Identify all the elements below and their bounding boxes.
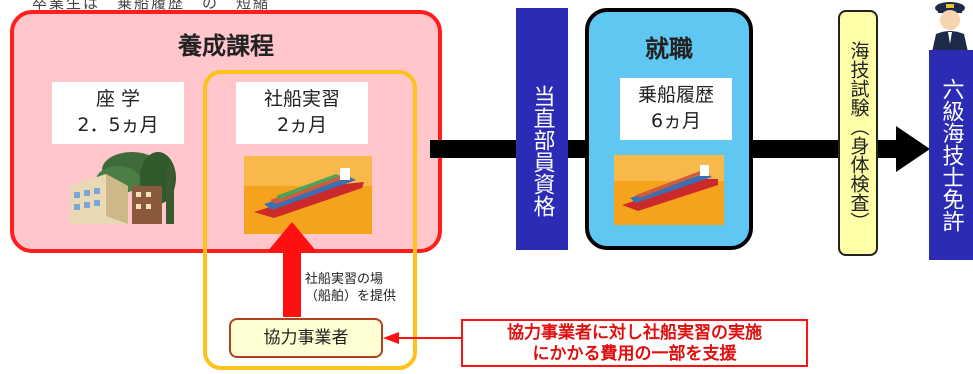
- company-ship-training-box: 社船実習 2ヵ月: [236, 82, 368, 144]
- provide-ship-note: 社船実習の場 （船舶）を提供: [305, 271, 415, 305]
- employment-title: 就職: [645, 35, 693, 63]
- classroom-label: 座 学: [95, 88, 141, 110]
- license-exam-box: 海技試験（身体検査）: [838, 10, 878, 256]
- classroom-duration: 2．5ヵ月: [77, 114, 159, 136]
- license-exam-text: 海技試験（身体検査）: [847, 41, 870, 231]
- watch-rating-banner: 当直部員資格: [516, 8, 568, 250]
- sixth-grade-license-banner: 六級海技士免許: [929, 50, 973, 260]
- subsidy-note-box: 協力事業者に対し社船実習の実施 にかかる費用の一部を支援: [461, 319, 808, 367]
- provide-arrow-shaft: [283, 250, 301, 317]
- sea-service-duration: 6ヵ月: [650, 110, 702, 132]
- partner-operator-box: 協力事業者: [229, 318, 383, 358]
- timeline-arrow-head: [896, 126, 930, 172]
- subsidy-line1: 協力事業者に対し社船実習の実施: [507, 323, 762, 343]
- cooperation-frame: [203, 70, 417, 370]
- subsidy-arrow-head: [383, 332, 399, 344]
- ship-training-duration: 2ヵ月: [276, 114, 328, 136]
- training-course-title: 養成課程: [178, 32, 274, 60]
- provide-note-line1: 社船実習の場: [305, 272, 384, 287]
- provide-arrow-head: [267, 222, 317, 252]
- school-building-icon: [70, 152, 176, 224]
- watch-rating-text: 当直部員資格: [529, 85, 555, 217]
- container-ship-icon: [614, 155, 724, 225]
- container-ship-icon: [244, 156, 372, 234]
- sea-service-box: 乗船履歴 6ヵ月: [620, 78, 732, 140]
- license-text: 六級海技士免許: [938, 78, 964, 232]
- sea-service-label: 乗船履歴: [637, 84, 714, 106]
- provide-note-line2: （船舶）を提供: [305, 289, 397, 304]
- classroom-study-box: 座 学 2．5ヵ月: [52, 82, 184, 144]
- subsidy-line2: にかかる費用の一部を支援: [532, 344, 737, 364]
- top-partial-text: 卒業生は 乗船履歴 の 短縮: [32, 0, 271, 12]
- ship-officer-icon: [932, 2, 968, 52]
- subsidy-arrow-line: [397, 337, 461, 339]
- ship-training-label: 社船実習: [263, 88, 340, 110]
